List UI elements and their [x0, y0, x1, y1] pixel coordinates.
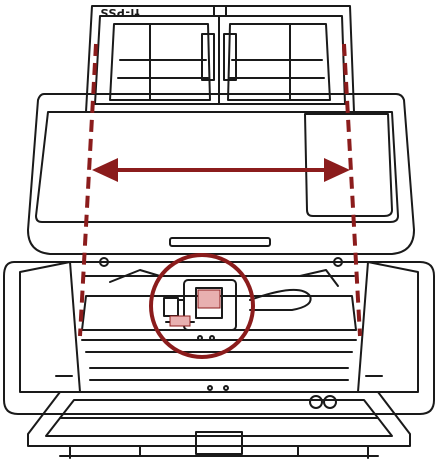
- double-headed-arrow-icon: [92, 158, 350, 182]
- scanner-model-logo: fi-PSS: [100, 6, 140, 19]
- output-stacker: [27, 385, 411, 459]
- left-guide-line: [78, 43, 98, 337]
- highlighted-part: [169, 289, 221, 327]
- paper-chute: [85, 5, 355, 113]
- right-guide-line: [342, 43, 362, 337]
- upper-cover: [27, 93, 415, 255]
- highlight-circle-icon: [149, 253, 255, 359]
- scanner-body: [3, 257, 435, 415]
- guide-lines: [78, 43, 362, 337]
